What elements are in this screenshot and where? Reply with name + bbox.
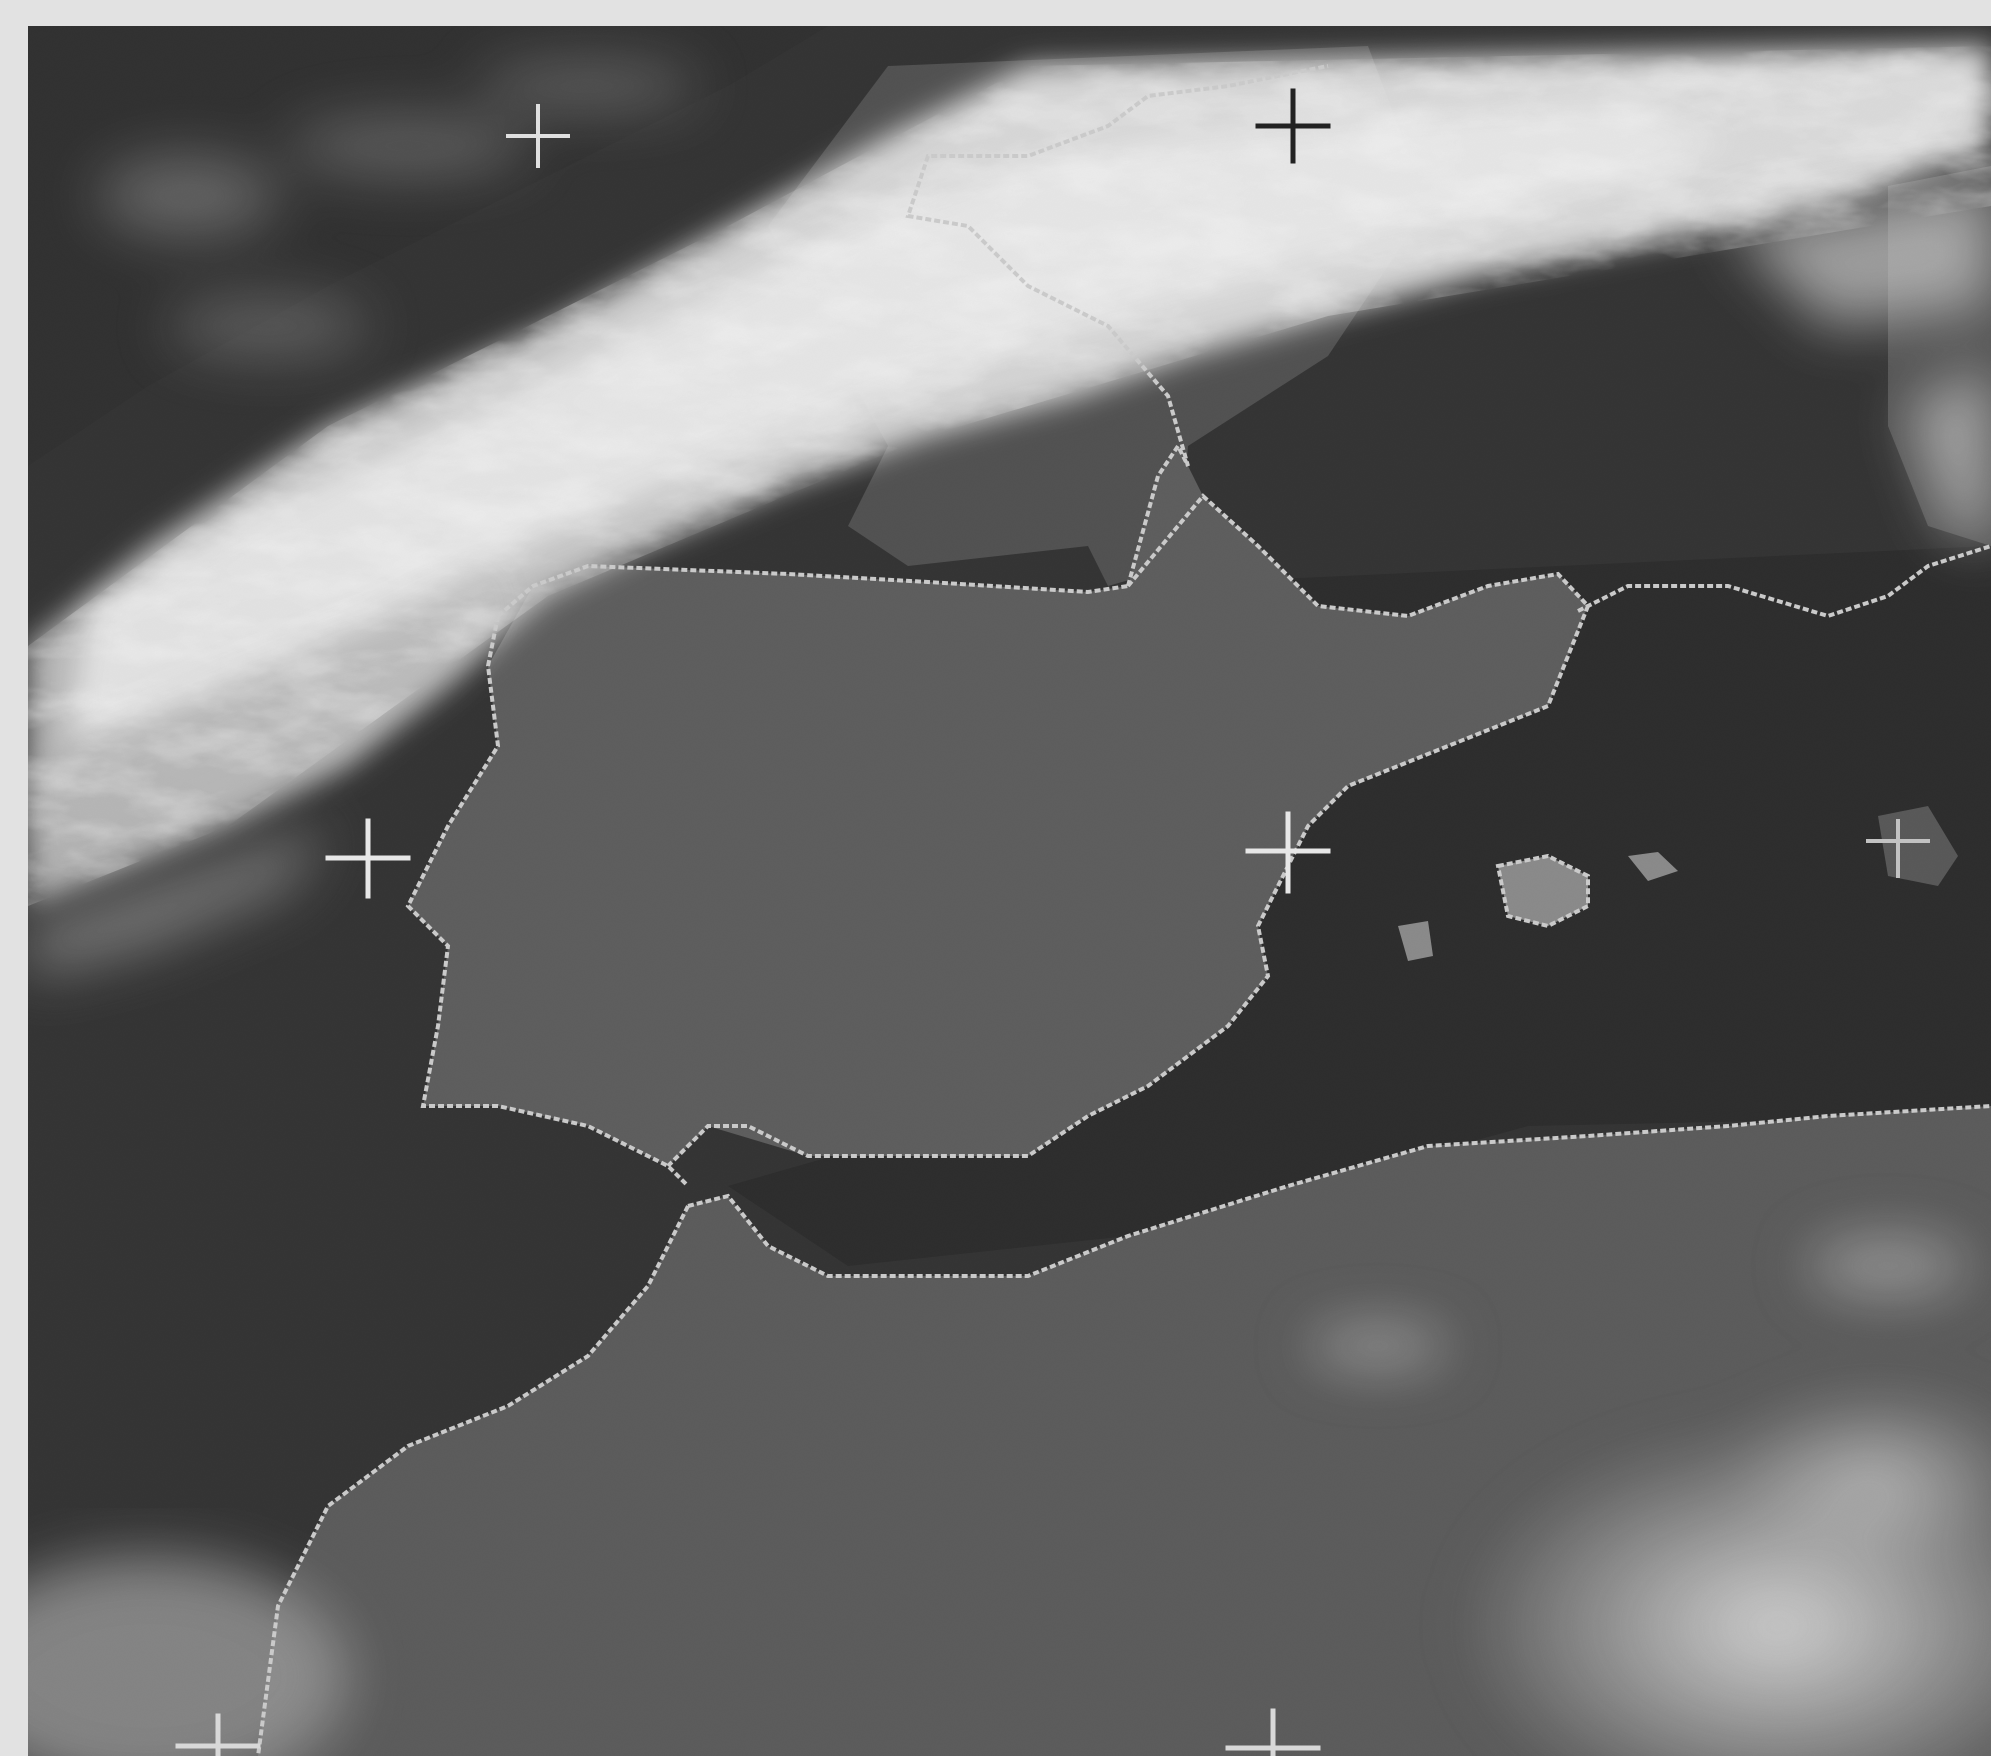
satellite-image xyxy=(28,26,1991,1756)
print-grain xyxy=(28,26,1991,1756)
satellite-map xyxy=(28,26,1991,1756)
